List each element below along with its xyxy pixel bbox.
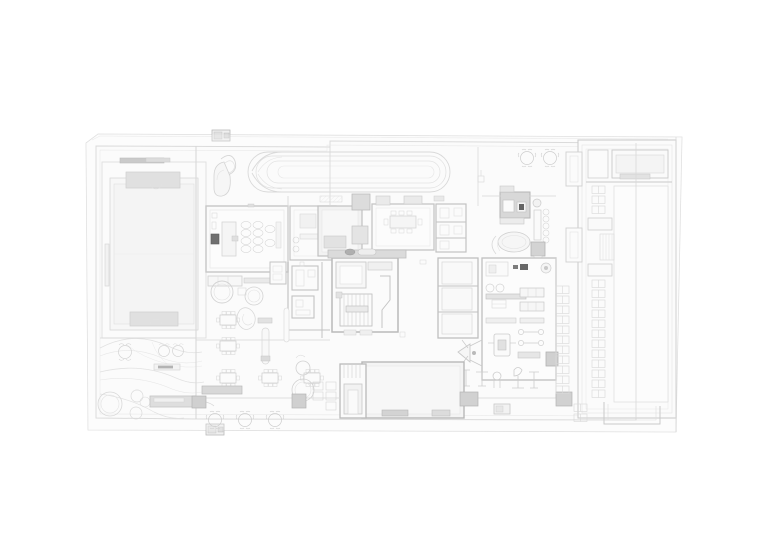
dining-hall (216, 311, 324, 387)
oval-loop-feature (247, 151, 451, 193)
bar-stools (542, 208, 550, 244)
pool-rail-b (145, 157, 171, 163)
east-facade (635, 137, 677, 432)
parking-stair (587, 263, 613, 277)
gym-machines (517, 287, 559, 367)
oval-banquette (491, 231, 531, 255)
treadmill-cluster (488, 333, 516, 357)
garden-table-pair (158, 343, 184, 357)
pool-court (101, 157, 207, 339)
lower-cabinet-bank (291, 354, 337, 411)
core-cap (327, 248, 407, 259)
garden-table (118, 343, 132, 361)
paper-wash (86, 134, 682, 432)
pool-deck-bottom (129, 311, 179, 327)
pool-ladder (104, 243, 110, 287)
spiral-feature (213, 155, 237, 197)
west-service-rooms (269, 261, 330, 338)
garden-landscape (97, 338, 215, 420)
parking-deck (577, 139, 677, 425)
parking-hatch (599, 233, 615, 261)
exhibit-room (317, 193, 371, 257)
structure-columns (191, 385, 573, 409)
conference-room (205, 205, 289, 273)
meeting-table (389, 215, 417, 229)
misc-fixtures (247, 170, 485, 338)
light-bar (283, 307, 290, 343)
lounge-circular-seating (210, 280, 273, 330)
rooftop-unit-bottom (205, 423, 225, 436)
east-room-bank (437, 257, 479, 339)
service-block (361, 361, 465, 419)
central-stair-core (331, 257, 399, 336)
service-stair (339, 363, 367, 419)
parking-side-pods (565, 151, 583, 263)
rooftop-unit-right (493, 403, 511, 415)
wc-block (435, 203, 467, 253)
conference-chairs (240, 221, 276, 253)
meeting-suite (371, 195, 435, 251)
stair-flight (339, 293, 373, 327)
conference-screen (210, 233, 220, 245)
dining-banquette (261, 327, 270, 365)
rooftop-unit-top (211, 129, 231, 142)
parking-elevator (587, 217, 613, 231)
parking-aisle (613, 185, 669, 403)
pool-deck-top (125, 171, 181, 189)
